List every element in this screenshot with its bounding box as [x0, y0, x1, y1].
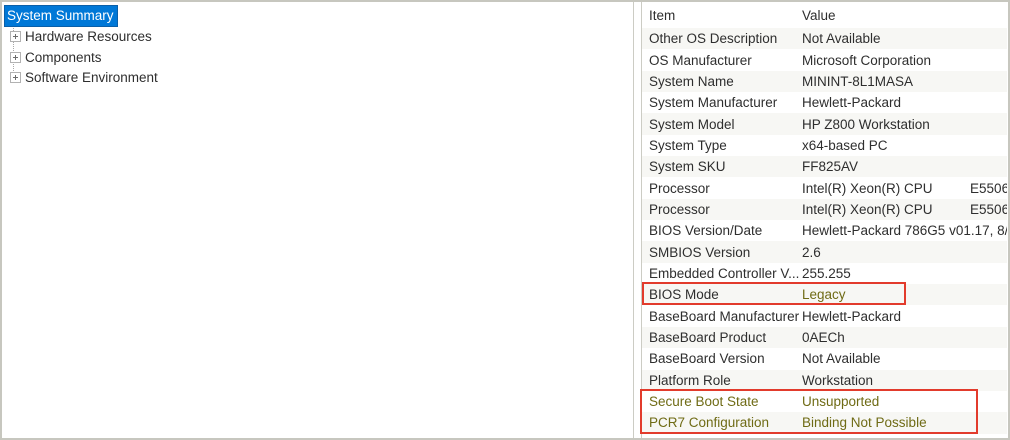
item-cell: BaseBoard Manufacturer [649, 308, 800, 324]
item-cell: Secure Boot State [649, 394, 759, 410]
value-cell: MININT-8L1MASA [802, 73, 914, 89]
tree-item-system-summary[interactable]: System Summary [4, 4, 629, 27]
value-cell: FF825AV [802, 159, 859, 175]
table-row[interactable]: BaseBoard Product 0AECh [642, 326, 1007, 349]
table-row[interactable]: BIOS Mode Legacy [642, 284, 1007, 306]
table-row[interactable]: BaseBoard Version Not Available [642, 348, 1007, 369]
item-cell: BaseBoard Product [649, 329, 767, 345]
table-row[interactable]: SMBIOS Version 2.6 [642, 241, 1007, 263]
tree-item-hardware-resources[interactable]: Hardware Resources [5, 26, 629, 47]
details-header: Item Value [642, 2, 1007, 28]
value-cell: Legacy [802, 287, 846, 303]
tree-item-components[interactable]: Components [5, 47, 629, 68]
expand-plus-icon[interactable] [10, 72, 21, 84]
value-cell: Hewlett-Packard 786G5 v01.17, 8/ [802, 223, 1007, 239]
category-tree: System Summary Hardware Resources Compon… [4, 4, 629, 88]
item-cell: System SKU [649, 159, 726, 175]
table-row[interactable]: Other OS Description Not Available [642, 28, 1007, 50]
item-cell: System Model [649, 116, 735, 132]
value-cell: HP Z800 Workstation [802, 116, 930, 132]
value-cell: Microsoft Corporation [802, 52, 932, 68]
item-cell: BaseBoard Version [649, 351, 765, 367]
item-cell: BIOS Mode [649, 287, 719, 303]
table-row[interactable]: Processor Intel(R) Xeon(R) CPU E5506 [642, 177, 1007, 198]
column-header-value[interactable]: Value [802, 7, 836, 23]
value-cell: Hewlett-Packard [802, 95, 902, 111]
item-cell: BIOS Version/Date [649, 223, 763, 239]
table-row[interactable]: Platform Role Workstation [642, 369, 1007, 391]
value-cell: Intel(R) Xeon(R) CPU E5506 [802, 180, 1007, 196]
expand-plus-icon[interactable] [10, 30, 21, 42]
item-cell: Processor [649, 201, 710, 217]
value-cell: Workstation [802, 372, 874, 388]
details-panel: Item Value Other OS Description Not Avai… [641, 2, 1007, 438]
value-cell: Unsupported [802, 394, 880, 410]
category-tree-panel: System Summary Hardware Resources Compon… [2, 2, 634, 438]
value-cell: 2.6 [802, 244, 821, 260]
item-cell: Other OS Description [649, 31, 778, 47]
table-row[interactable]: System Type x64-based PC [642, 135, 1007, 156]
value-cell: 255.255 [802, 265, 851, 281]
tree-item-software-environment[interactable]: Software Environment [5, 67, 629, 88]
item-cell: PCR7 Configuration [649, 415, 770, 431]
tree-item-label: Components [25, 49, 102, 65]
item-cell: Platform Role [649, 372, 731, 388]
item-cell: System Type [649, 137, 727, 153]
tree-connector-line [13, 23, 14, 79]
value-cell: Hewlett-Packard [802, 308, 902, 324]
table-row[interactable]: System Name MININT-8L1MASA [642, 70, 1007, 93]
table-row[interactable]: Processor Intel(R) Xeon(R) CPU E5506 [642, 198, 1007, 221]
table-row[interactable]: OS Manufacturer Microsoft Corporation [642, 49, 1007, 70]
table-row[interactable]: System Manufacturer Hewlett-Packard [642, 92, 1007, 113]
value-cell: Intel(R) Xeon(R) CPU E5506 [802, 201, 1007, 217]
table-row[interactable]: BIOS Version/Date Hewlett-Packard 786G5 … [642, 220, 1007, 241]
value-cell: Not Available [802, 351, 881, 367]
details-rows: Other OS Description Not Available OS Ma… [642, 28, 1007, 434]
value-cell: Binding Not Possible [802, 415, 927, 431]
table-row[interactable]: PCR7 Configuration Binding Not Possible [642, 412, 1007, 434]
value-cell: Not Available [802, 31, 881, 47]
table-row[interactable]: System SKU FF825AV [642, 156, 1007, 178]
item-cell: Embedded Controller V... [649, 265, 800, 281]
tree-item-label: System Summary [4, 4, 118, 27]
item-cell: System Manufacturer [649, 95, 778, 111]
value-cell: 0AECh [802, 329, 845, 345]
tree-item-label: Hardware Resources [25, 28, 152, 44]
table-row[interactable]: Secure Boot State Unsupported [642, 391, 1007, 412]
table-row[interactable]: System Model HP Z800 Workstation [642, 113, 1007, 135]
item-cell: System Name [649, 73, 734, 89]
tree-item-label: Software Environment [25, 70, 158, 86]
value-cell: x64-based PC [802, 137, 888, 153]
table-row[interactable]: BaseBoard Manufacturer Hewlett-Packard [642, 305, 1007, 326]
item-cell: SMBIOS Version [649, 244, 751, 260]
table-row[interactable]: Embedded Controller V... 255.255 [642, 263, 1007, 284]
column-header-item[interactable]: Item [649, 7, 676, 23]
item-cell: Processor [649, 180, 710, 196]
expand-plus-icon[interactable] [10, 51, 21, 63]
item-cell: OS Manufacturer [649, 52, 752, 68]
